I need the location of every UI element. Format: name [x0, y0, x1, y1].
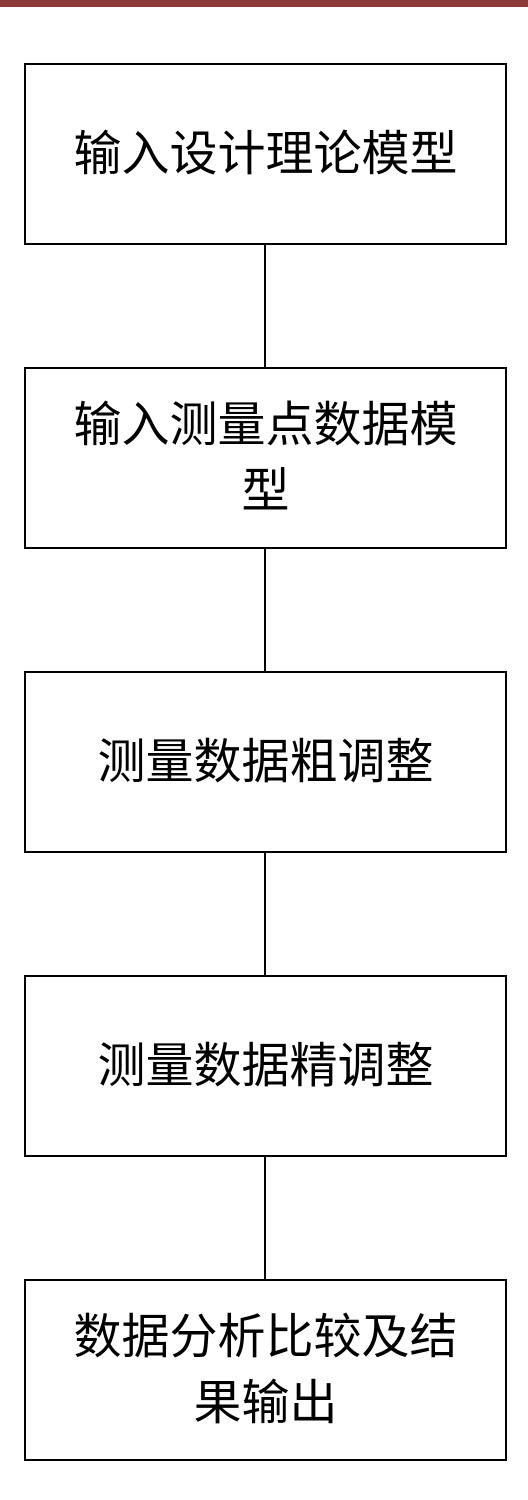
- flowchart: 输入设计理论模型 输入测量点数据模型 测量数据粗调整 测量数据精调整 数据分析比…: [24, 63, 507, 1461]
- flow-step-input-measurement-model: 输入测量点数据模型: [24, 367, 507, 549]
- flow-step-coarse-adjustment: 测量数据粗调整: [24, 671, 507, 853]
- flow-connector: [264, 245, 266, 367]
- flow-step-analysis-output: 数据分析比较及结果输出: [24, 1279, 507, 1461]
- flow-step-fine-adjustment: 测量数据精调整: [24, 975, 507, 1157]
- flow-step-label: 输入测量点数据模型: [73, 397, 458, 519]
- flow-step-label: 测量数据精调整: [97, 1038, 434, 1094]
- flow-connector: [264, 853, 266, 975]
- flow-step-label: 数据分析比较及结果输出: [73, 1309, 458, 1431]
- top-rule: [0, 0, 528, 7]
- flow-step-label: 测量数据粗调整: [97, 734, 434, 790]
- flow-connector: [264, 1157, 266, 1279]
- flow-step-label: 输入设计理论模型: [73, 126, 458, 182]
- flow-step-input-design-model: 输入设计理论模型: [24, 63, 507, 245]
- flow-connector: [264, 549, 266, 671]
